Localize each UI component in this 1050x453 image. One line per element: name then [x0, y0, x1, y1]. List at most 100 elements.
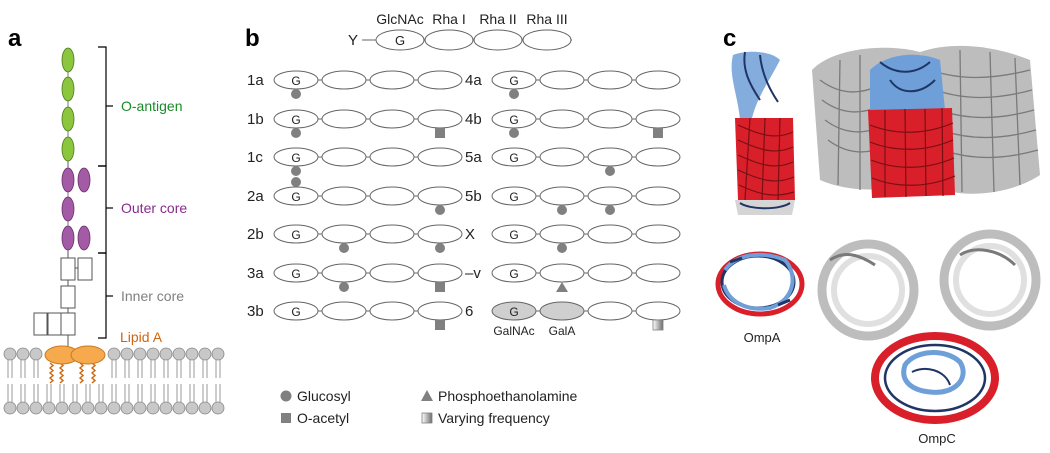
- row-label: 4b: [465, 111, 482, 128]
- acetyl-mark: [435, 128, 445, 138]
- membrane-lipid-head: [133, 347, 147, 361]
- sugar-residue: [321, 301, 367, 321]
- legend-phospho-icon: [421, 390, 433, 401]
- sugar-residue: [491, 263, 537, 283]
- outer-core-sugar: [61, 225, 75, 251]
- outer-core-sugar: [77, 167, 91, 193]
- o-antigen-label: O-antigen: [121, 98, 182, 114]
- panel-b-label: b: [245, 25, 260, 52]
- lipid-a-head-right: [70, 345, 106, 365]
- panel-a: a: [3, 25, 225, 415]
- g-letter: G: [509, 74, 518, 88]
- lipid-tails: [48, 362, 97, 384]
- sugar-residue: [417, 224, 463, 244]
- membrane-lipid-head: [211, 347, 225, 361]
- membrane-lipid-head: [172, 401, 186, 415]
- sugar-residue: [635, 224, 681, 244]
- inner-core-box: [60, 312, 76, 336]
- outer-core-sugars: [61, 160, 91, 258]
- sugar-residue: [539, 263, 585, 283]
- g-letter: G: [291, 190, 300, 204]
- lipid-a-group: [44, 345, 106, 384]
- sugar-residue: [635, 186, 681, 206]
- glucosyl-mark: [291, 128, 301, 138]
- sugar-residue: [587, 301, 633, 321]
- header-sugar-glcnac: [375, 29, 425, 51]
- inner-core-box: [47, 312, 62, 336]
- membrane-lipid-head: [55, 401, 69, 415]
- acetyl-mark: [653, 128, 663, 138]
- ompc-side-view: [812, 45, 1040, 198]
- membrane-bilayer: [3, 347, 225, 415]
- legend-glucosyl-icon: [280, 390, 292, 402]
- glucosyl-mark: [435, 205, 445, 215]
- row-label: 3b: [247, 303, 264, 320]
- row-label: 5b: [465, 188, 482, 205]
- legend-varying-icon: [421, 412, 433, 424]
- glucosyl-mark: [339, 282, 349, 292]
- inner-core-box: [33, 312, 48, 336]
- row-label: 4a: [465, 72, 482, 89]
- sugar-residue: [587, 109, 633, 129]
- legend-acetyl-icon: [281, 413, 291, 423]
- phospho-mark: [556, 282, 568, 292]
- o-antigen-sugar: [61, 47, 75, 73]
- membrane-lipid-head: [94, 401, 108, 415]
- header-row-label: Y: [348, 32, 358, 49]
- row-label: 5a: [465, 149, 482, 166]
- glucosyl-mark: [435, 243, 445, 253]
- sugar-residue: [321, 109, 367, 129]
- membrane-lipid-head: [159, 347, 173, 361]
- sub-label: GalA: [549, 324, 576, 338]
- sugar-residue: [539, 109, 585, 129]
- sugar-residue: [321, 70, 367, 90]
- membrane-lipid-head: [16, 347, 30, 361]
- membrane-lipid-head: [3, 347, 17, 361]
- g-letter: G: [509, 228, 518, 242]
- row-label: 1c: [247, 149, 263, 166]
- header-sugar-rha1: [424, 29, 474, 51]
- sugar-residue: [417, 301, 463, 321]
- lipid-a-tail: [48, 362, 55, 384]
- membrane-lipid-head: [29, 401, 43, 415]
- membrane-lipid-head: [146, 347, 160, 361]
- membrane-lipid-head: [211, 401, 225, 415]
- membrane-lipid-head: [68, 401, 82, 415]
- outer-core-label: Outer core: [121, 200, 187, 216]
- membrane-lipid-head: [133, 401, 147, 415]
- acetyl-mark: [435, 320, 445, 330]
- legend: Glucosyl Phosphoethanolamine O-acetyl Va…: [280, 388, 578, 426]
- acetyl-mark: [435, 282, 445, 292]
- header-g-letter: G: [395, 33, 405, 48]
- inner-core-box: [60, 257, 76, 281]
- membrane-lipid-head: [16, 401, 30, 415]
- sugar-residue: [369, 70, 415, 90]
- legend-varying-label: Varying frequency: [438, 410, 550, 426]
- sugar-residue: [417, 186, 463, 206]
- membrane-lipid-head: [159, 401, 173, 415]
- sugar-residue: [635, 109, 681, 129]
- lipid-a-tail: [78, 362, 85, 384]
- sugar-residue: [369, 109, 415, 129]
- outer-core-sugar: [77, 225, 91, 251]
- header-chain: Y G GlcNAc Rha I Rha II Rha III: [348, 11, 572, 51]
- glucosyl-mark: [291, 89, 301, 99]
- outer-core-sugar: [61, 196, 75, 222]
- sugar-residue: [539, 224, 585, 244]
- membrane-lipid-head: [198, 347, 212, 361]
- sugar-residue: [321, 186, 367, 206]
- glucosyl-mark: [605, 166, 615, 176]
- panel-c-label: c: [723, 25, 736, 52]
- g-letter: G: [291, 113, 300, 127]
- ompa-top-view: OmpA: [715, 251, 805, 345]
